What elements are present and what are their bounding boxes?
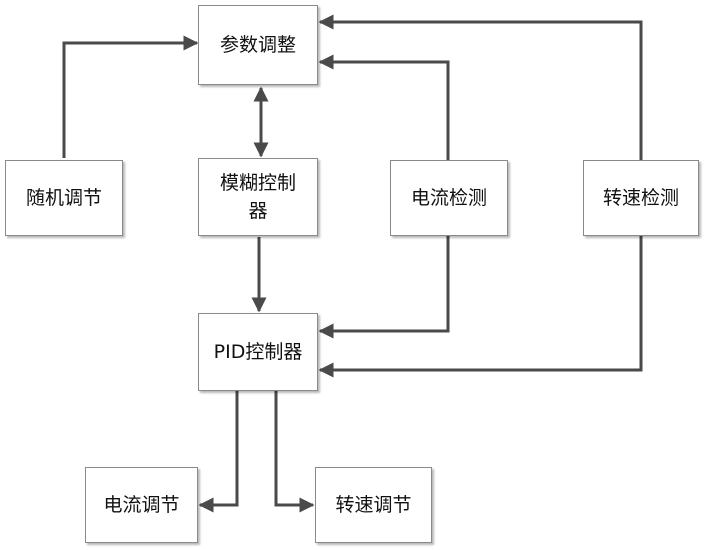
edge-speed-detect-to-pid [320,236,641,370]
edge-speed-detect-to-param [320,22,641,160]
edge-current-detect-to-param [320,62,448,160]
node-speed-detect: 转速检测 [583,160,699,236]
node-fuzzy-controller-label: 模糊控制器 [213,169,303,225]
edge-pid-to-speed-adjust [276,391,313,505]
node-pid-controller: PID控制器 [198,313,318,391]
node-random-adjust: 随机调节 [5,160,123,236]
node-param-adjust-label: 参数调整 [220,31,296,59]
edge-current-detect-to-pid [320,236,448,331]
node-random-adjust-label: 随机调节 [26,184,102,212]
node-speed-detect-label: 转速检测 [603,184,679,212]
node-speed-adjust-label: 转速调节 [335,491,411,519]
edge-random-to-param [64,43,197,158]
node-current-adjust: 电流调节 [85,467,198,543]
node-param-adjust: 参数调整 [198,5,318,85]
node-speed-adjust: 转速调节 [315,467,432,543]
node-current-adjust-label: 电流调节 [103,491,179,519]
node-pid-controller-label: PID控制器 [214,338,303,366]
node-fuzzy-controller: 模糊控制器 [198,158,318,236]
node-current-detect: 电流检测 [390,160,508,236]
edge-pid-to-current-adjust [200,391,237,505]
node-current-detect-label: 电流检测 [411,184,487,212]
